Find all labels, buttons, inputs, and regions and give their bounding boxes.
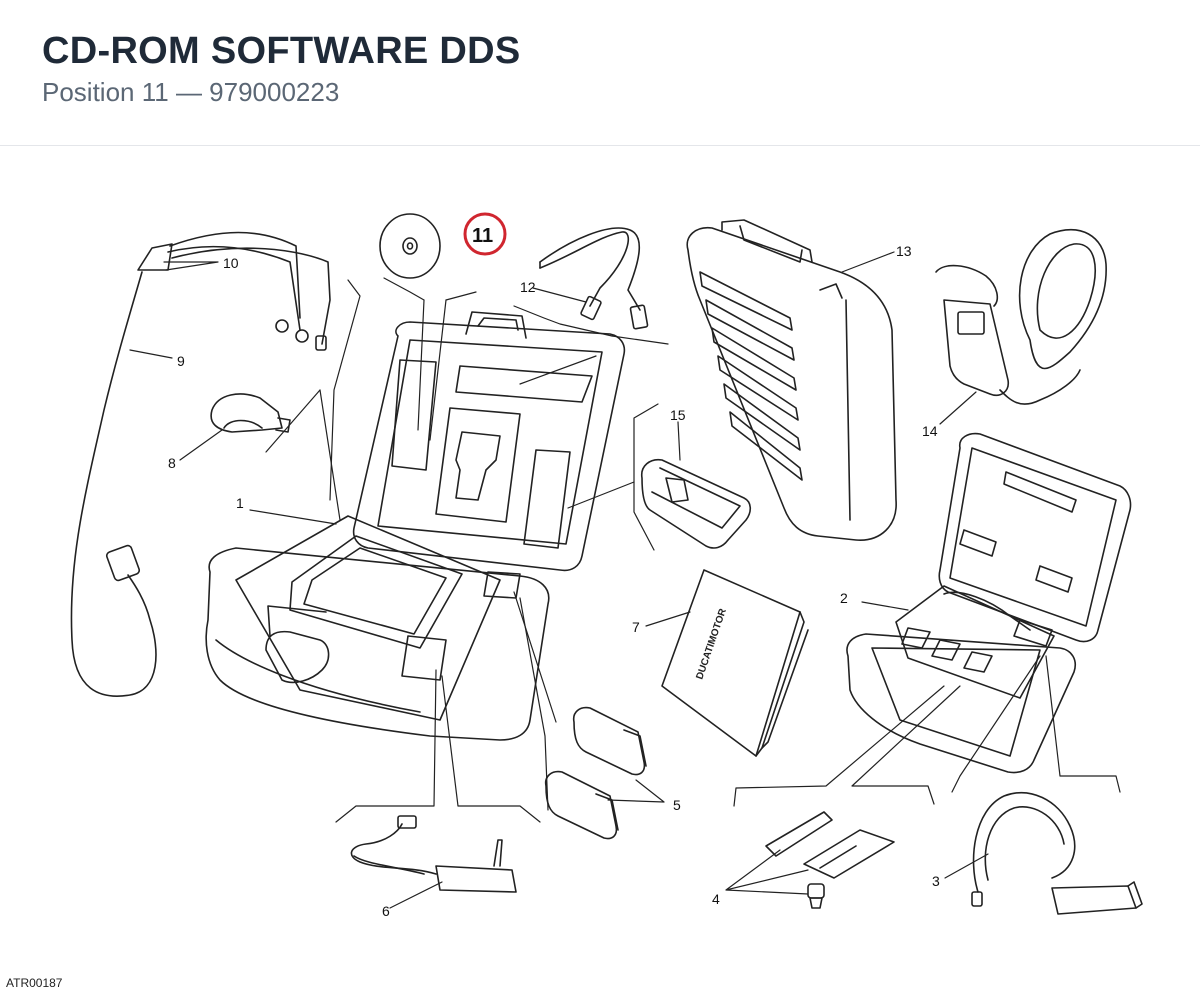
callout-1[interactable]: 1	[236, 495, 244, 511]
part-battery-holder[interactable]	[640, 458, 752, 549]
exploded-parts-diagram: DUCATIMOTOR	[70, 212, 1143, 919]
part-main-case[interactable]	[205, 311, 626, 741]
leader-guide-lines	[265, 277, 1121, 823]
part-closed-case[interactable]	[686, 219, 897, 541]
callout-7[interactable]: 7	[632, 619, 640, 635]
callout-numbers: 1 2 3 4 5 6 7 8 9 10 11 12 13 14 15	[168, 225, 940, 919]
part-user-manual[interactable]: DUCATIMOTOR	[661, 569, 809, 757]
callout-8[interactable]: 8	[168, 455, 176, 471]
part-charger[interactable]	[350, 815, 517, 893]
callout-15[interactable]: 15	[670, 407, 686, 423]
callout-leaders	[129, 251, 989, 909]
callout-2[interactable]: 2	[840, 590, 848, 606]
callout-9[interactable]: 9	[177, 353, 185, 369]
callout-14[interactable]: 14	[922, 423, 938, 439]
position-label: Position 11	[42, 77, 169, 107]
callout-3[interactable]: 3	[932, 873, 940, 889]
part-number: 979000223	[209, 77, 340, 107]
page-subtitle: Position 11 — 979000223	[42, 77, 339, 108]
callout-12[interactable]: 12	[520, 279, 536, 295]
part-coiled-cable-module[interactable]	[971, 791, 1143, 915]
page-header: CD-ROM SOFTWARE DDS Position 11 — 979000…	[0, 0, 1200, 146]
callout-6[interactable]: 6	[382, 903, 390, 919]
callout-11-highlight-ring	[463, 212, 507, 256]
part-clamp-meter[interactable]	[935, 229, 1107, 405]
callout-5[interactable]: 5	[673, 797, 681, 813]
part-bracket-kit[interactable]	[765, 811, 895, 909]
part-cd-rom[interactable]	[379, 213, 441, 279]
subtitle-separator: —	[168, 77, 210, 107]
part-secondary-case[interactable]	[846, 432, 1132, 774]
part-battery-packs[interactable]	[544, 706, 647, 840]
callout-11[interactable]: 11	[472, 225, 493, 247]
part-diagnostic-cable[interactable]	[70, 231, 331, 697]
part-interface-adapter[interactable]	[210, 393, 291, 433]
part-usb-cable[interactable]	[539, 227, 649, 330]
page-title: CD-ROM SOFTWARE DDS	[42, 30, 521, 72]
callout-10[interactable]: 10	[223, 255, 239, 271]
callout-13[interactable]: 13	[896, 243, 912, 259]
drawing-reference: ATR00187	[6, 976, 63, 990]
callout-4[interactable]: 4	[712, 891, 720, 907]
manual-brand-text: DUCATIMOTOR	[694, 607, 729, 681]
